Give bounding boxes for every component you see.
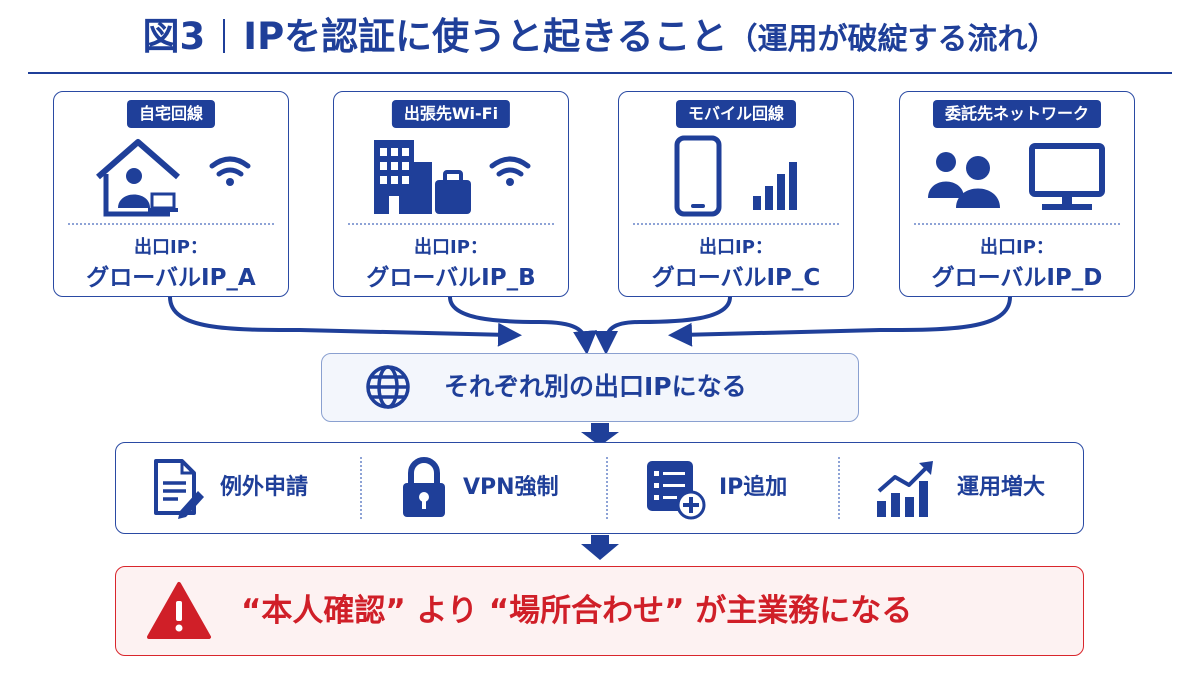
globe-icon (366, 365, 410, 409)
source-badge: 委託先ネットワーク (932, 100, 1102, 128)
lock-icon (403, 457, 445, 517)
card-divider (68, 223, 274, 225)
result-box: それぞれ別の出口IPになる (321, 353, 859, 422)
consequences-box: 例外申請 VPN強制 IP追加 (115, 442, 1084, 534)
source-card-travel-wifi: 出張先Wi-Fi 出口IP： グローバルIP_B (333, 91, 569, 297)
page-title: 図3 IPを認証に使うと起きること（運用が破綻する流れ） (0, 10, 1200, 64)
connector-b (448, 295, 598, 355)
people-icon (928, 152, 1000, 208)
consequence-vpn: VPN強制 (361, 443, 606, 533)
source-card-mobile: モバイル回線 出口IP： グローバルIP_C (618, 91, 854, 297)
growth-chart-icon (877, 461, 933, 517)
egress-label: 出口IP： (980, 237, 1054, 258)
house-person-icon (96, 139, 180, 217)
source-badge: モバイル回線 (675, 100, 797, 128)
source-badge: 自宅回線 (126, 100, 216, 128)
title-text: IPを認証に使うと起きること (243, 15, 728, 58)
wifi-icon (209, 156, 251, 186)
document-edit-icon (154, 459, 204, 519)
column-divider (606, 457, 608, 519)
arrow-down-2 (581, 535, 619, 560)
consequence-label: 例外申請 (220, 475, 309, 500)
egress-label: 出口IP： (134, 237, 208, 258)
consequence-ip-add: IP追加 (607, 443, 837, 533)
egress-label: 出口IP： (414, 237, 488, 258)
source-badge: 出張先Wi-Fi (391, 100, 511, 128)
connector-a (168, 295, 522, 347)
consequence-exception: 例外申請 (116, 443, 356, 533)
title-subtitle: （運用が破綻する流れ） (727, 22, 1058, 57)
egress-ip: グローバルIP_B (366, 265, 536, 291)
wifi-icon (489, 156, 531, 186)
card-divider (348, 223, 554, 225)
card-divider (633, 223, 839, 225)
arrow-down-1 (581, 423, 619, 446)
consequence-ops-growth: 運用増大 (839, 443, 1083, 533)
egress-ip: グローバルIP_A (86, 265, 256, 291)
title-rule (28, 72, 1172, 74)
source-card-contractor: 委託先ネットワーク 出口IP： グローバルIP_D (899, 91, 1135, 297)
source-card-home: 自宅回線 出口IP： グローバルIP_A (53, 91, 289, 297)
conclusion-text: “本人確認” より “場所合わせ” が主業務になる (241, 593, 913, 629)
consequence-label: IP追加 (719, 475, 788, 500)
consequence-label: VPN強制 (463, 475, 559, 500)
title-separator (223, 19, 226, 53)
connector-d (668, 295, 1012, 347)
list-add-icon (647, 461, 706, 520)
suitcase-icon (435, 170, 471, 214)
column-divider (838, 457, 840, 519)
monitor-icon (1029, 143, 1105, 210)
card-divider (914, 223, 1120, 225)
result-text: それぞれ別の出口IPになる (444, 372, 747, 401)
smartphone-icon (674, 135, 722, 217)
egress-ip: グローバルIP_C (651, 265, 821, 291)
warning-icon (147, 582, 211, 639)
column-divider (360, 457, 362, 519)
figure-label: 図3 (142, 15, 206, 58)
connector-c (594, 295, 732, 355)
egress-label: 出口IP： (699, 237, 773, 258)
building-icon (374, 140, 432, 214)
egress-ip: グローバルIP_D (931, 265, 1103, 291)
signal-bars-icon (753, 162, 797, 210)
consequence-label: 運用増大 (957, 475, 1046, 500)
conclusion-alert: “本人確認” より “場所合わせ” が主業務になる (115, 566, 1084, 656)
